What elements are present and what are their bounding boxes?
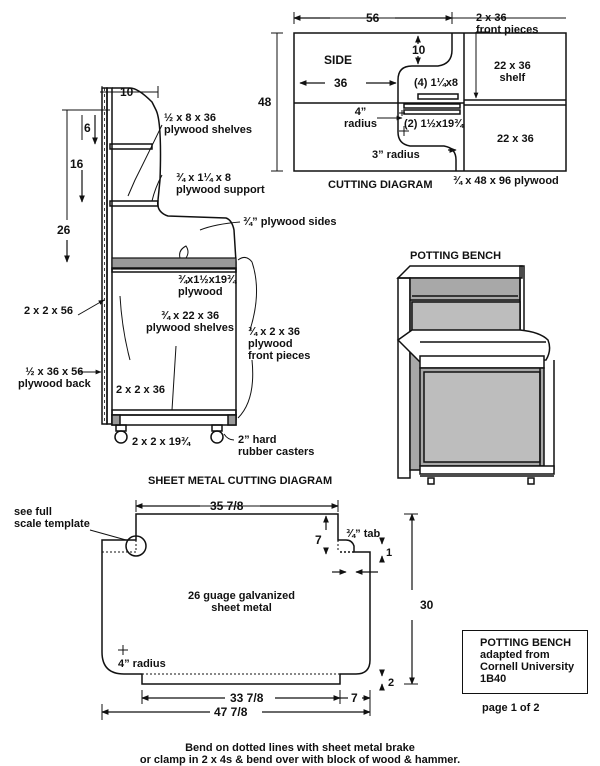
dim-7-left-label: 7 xyxy=(315,533,322,547)
sheet-radius-label: 4” radius xyxy=(118,658,166,670)
rail-label: 2 x 2 x 36 xyxy=(116,384,165,396)
plywood-shelves-label: ½ x 8 x 36 plywood shelves xyxy=(164,112,253,136)
lower-shelves-label: ¾ x 22 x 36 plywood shelves xyxy=(146,310,235,334)
title-block-line2: Cornell University xyxy=(480,661,575,673)
bench-illustration xyxy=(396,265,555,485)
dim-2-label: 2 xyxy=(388,677,395,689)
top-width-label: 35 7/8 xyxy=(210,499,244,513)
dim-10-label: 10 xyxy=(412,43,426,57)
post-label: 2 x 2 x 56 xyxy=(24,305,73,317)
cutting-height-label: 48 xyxy=(258,95,272,109)
cutting-material-label: ¾ x 48 x 96 plywood xyxy=(453,175,559,187)
side-label: SIDE xyxy=(324,53,353,67)
plywood-support-label: ¾ x 1¼ x 8 plywood support xyxy=(176,172,265,196)
piece-22x36-label: 22 x 36 xyxy=(497,133,534,145)
title-block-line1: adapted from xyxy=(480,649,550,661)
bottom-inner-label: 33 7/8 xyxy=(230,691,264,705)
cutting-diagram-title: CUTTING DIAGRAM xyxy=(328,179,433,191)
front-pieces-label: 2 x 36 front pieces xyxy=(476,12,539,36)
base-label: 2 x 2 x 19¾ xyxy=(132,436,191,448)
sheet-material-label: 26 guage galvanized sheet metal xyxy=(188,590,295,614)
sheet-metal-title: SHEET METAL CUTTING DIAGRAM xyxy=(148,475,333,487)
casters-label: 2” hard rubber casters xyxy=(238,434,315,458)
bending-instructions: Bend on dotted lines with sheet metal br… xyxy=(139,742,461,766)
shelf-label: 22 x 36 shelf xyxy=(494,60,531,84)
title-block-line3: 1B40 xyxy=(480,673,507,685)
dim-1-label: 1 xyxy=(386,547,393,559)
potting-bench-label: POTTING BENCH xyxy=(410,250,502,262)
strip-label: ¾x1½x19¾ plywood xyxy=(178,274,237,298)
plywood-sides-label: ¾” plywood sides xyxy=(243,216,337,228)
strips-label: (2) 1½x19¾ xyxy=(404,118,464,130)
sheet-height-label: 30 xyxy=(420,598,434,612)
tab-label: ¾” tab xyxy=(346,528,381,540)
front-pieces-detail-label: ¾ x 2 x 36 plywood front pieces xyxy=(248,326,311,362)
title-block: POTTING BENCH adapted from Cornell Unive… xyxy=(462,630,588,694)
dim-7-right-label: 7 xyxy=(351,691,358,705)
sheet-metal-pattern xyxy=(89,500,418,720)
side-dim-26: 26 xyxy=(57,223,71,237)
radius-4-label: 4” radius xyxy=(344,106,378,130)
support-pieces-label: (4) 1¼x8 xyxy=(414,77,459,89)
cutting-width-label: 56 xyxy=(366,11,380,25)
side-dim-6: 6 xyxy=(84,121,91,135)
template-note: see full scale template xyxy=(14,506,90,530)
side-elevation xyxy=(62,86,258,444)
page-label: page 1 of 2 xyxy=(482,702,540,714)
radius-3-label: 3” radius xyxy=(372,149,420,161)
side-dim-16: 16 xyxy=(70,157,84,171)
title-block-title: POTTING BENCH xyxy=(480,637,572,649)
dim-36-label: 36 xyxy=(334,76,348,90)
back-label: ½ x 36 x 56 plywood back xyxy=(18,366,91,390)
side-dim-10: 10 xyxy=(120,85,134,99)
cutting-diagram-sheet xyxy=(271,12,567,172)
bottom-width-label: 47 7/8 xyxy=(214,705,248,719)
